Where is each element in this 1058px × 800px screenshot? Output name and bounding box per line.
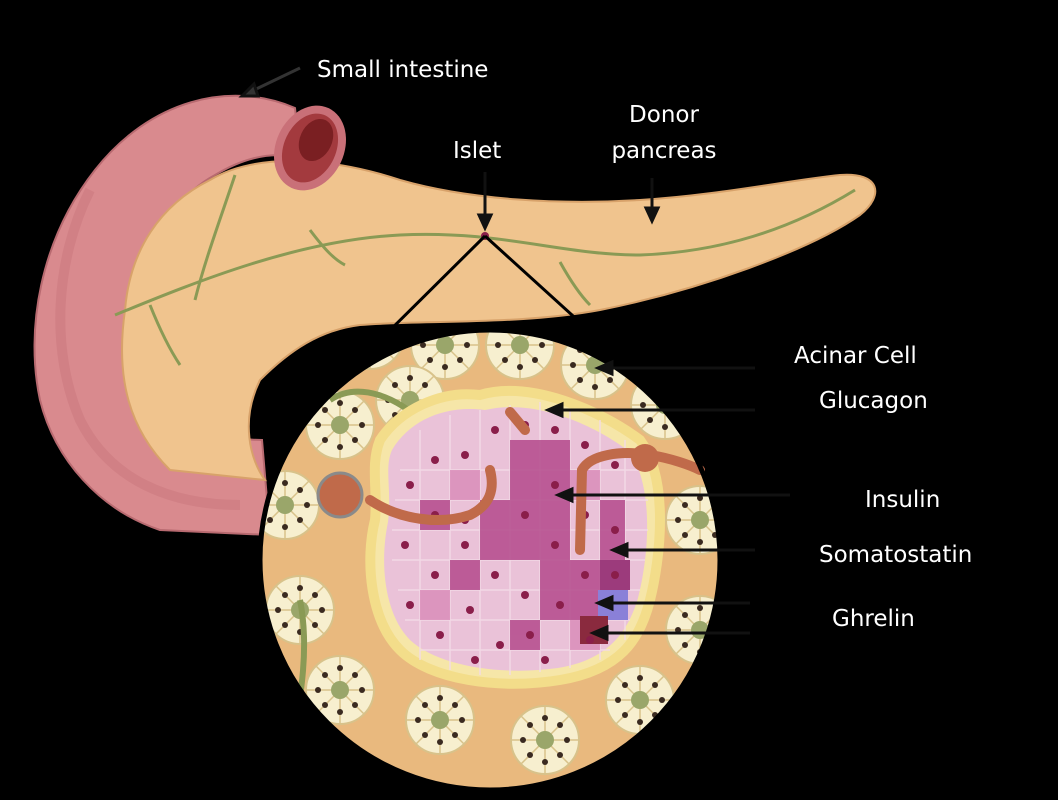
donor-label-line2: pancreas bbox=[611, 138, 717, 164]
acinar-cell-label: Acinar Cell bbox=[794, 343, 917, 369]
small-intestine-label: Small intestine bbox=[317, 57, 489, 83]
donor-label-line1: Donor bbox=[629, 102, 699, 128]
glucagon-label: Glucagon bbox=[819, 388, 928, 414]
somatostatin-label: Somatostatin bbox=[819, 542, 973, 568]
islet-magnified-view bbox=[257, 327, 723, 793]
islet-label: Islet bbox=[453, 138, 502, 164]
donor-pancreas-shape bbox=[121, 160, 877, 482]
insulin-label: Insulin bbox=[865, 487, 941, 513]
label-arrows bbox=[238, 66, 790, 642]
ghrelin-label: Ghrelin bbox=[832, 606, 915, 632]
blood-vessels bbox=[114, 174, 856, 366]
